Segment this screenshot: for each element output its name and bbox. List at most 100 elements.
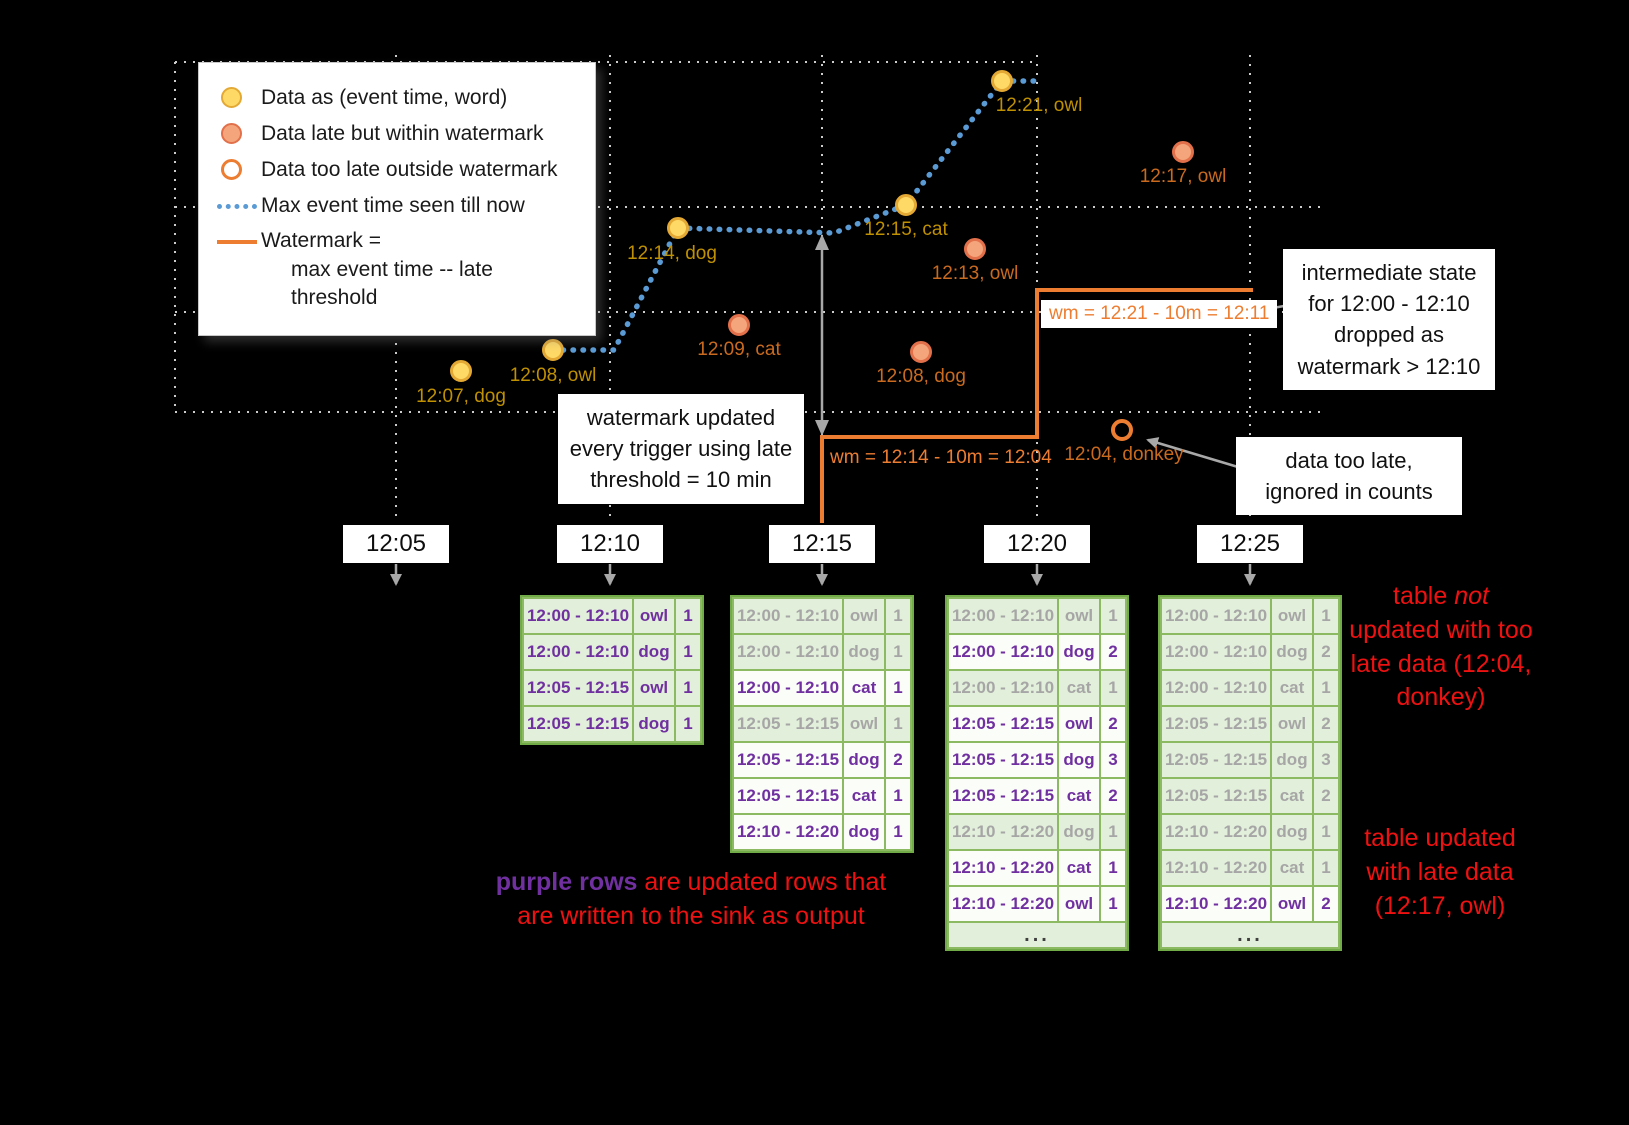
- count-cell: 2: [1314, 887, 1338, 921]
- count-cell: 1: [1101, 671, 1125, 705]
- word-cell: dog: [634, 635, 674, 669]
- note-not-updated-emphasis: not: [1454, 582, 1489, 610]
- legend-item: Watermark =max event time -- late thresh…: [215, 227, 579, 312]
- count-cell: 2: [1314, 707, 1338, 741]
- note-table-updated: table updated with late data (12:17, owl…: [1364, 824, 1516, 920]
- legend-item: Data as (event time, word): [215, 84, 579, 113]
- count-cell: 1: [1101, 599, 1125, 633]
- callout-too-late: data too late, ignored in counts: [1236, 437, 1462, 516]
- legend-label-line: Data late but within watermark: [261, 122, 544, 145]
- tick-arrows: [390, 564, 1256, 586]
- callout-watermark-update: watermark updated every trigger using la…: [558, 394, 804, 504]
- legend-icon-wrap: [215, 195, 261, 214]
- time-tick: 12:10: [557, 525, 663, 563]
- note-not-updated-post: updated with too late data (12:04, donke…: [1349, 615, 1533, 712]
- max-event-line-icon: [217, 204, 257, 209]
- window-cell: 12:05 - 12:15: [524, 707, 632, 741]
- window-cell: 12:05 - 12:15: [949, 707, 1057, 741]
- count-cell: 1: [1314, 851, 1338, 885]
- legend-label: Watermark =max event time -- late thresh…: [261, 227, 579, 312]
- word-cell: dog: [1272, 743, 1312, 777]
- legend-label-subline: max event time -- late threshold: [291, 257, 493, 310]
- count-cell: 1: [1101, 887, 1125, 921]
- arrow-head-down-icon: [815, 420, 829, 436]
- count-cell: 1: [886, 779, 910, 813]
- count-cell: 1: [1314, 599, 1338, 633]
- legend-item: Data too late outside watermark: [215, 156, 579, 185]
- word-cell: owl: [844, 707, 884, 741]
- window-cell: 12:00 - 12:10: [1162, 599, 1270, 633]
- data-point-label: 12:21, owl: [995, 95, 1083, 116]
- window-cell: 12:00 - 12:10: [949, 635, 1057, 669]
- window-cell: 12:05 - 12:15: [734, 779, 842, 813]
- time-tick: 12:20: [984, 525, 1090, 563]
- count-cell: 1: [1314, 815, 1338, 849]
- legend-label: Data late but within watermark: [261, 120, 543, 148]
- count-cell: 2: [1101, 635, 1125, 669]
- max-event-time-line: [550, 78, 1045, 353]
- count-cell: 1: [676, 635, 700, 669]
- word-cell: cat: [1272, 671, 1312, 705]
- too-late-arrow: [1146, 437, 1239, 469]
- toolate-dot-icon: [221, 159, 242, 180]
- count-cell: 1: [676, 707, 700, 741]
- legend-label-line: Max event time seen till now: [261, 194, 525, 217]
- data-point-label: 12:04, donkey: [1064, 444, 1184, 465]
- count-cell: 1: [886, 671, 910, 705]
- legend: Data as (event time, word) Data late but …: [198, 62, 596, 337]
- count-cell: 1: [886, 635, 910, 669]
- window-cell: 12:05 - 12:15: [949, 779, 1057, 813]
- legend-label: Max event time seen till now: [261, 192, 525, 220]
- data-point-label: 12:13, owl: [931, 263, 1019, 284]
- word-cell: owl: [1272, 707, 1312, 741]
- legend-label: Data too late outside watermark: [261, 156, 557, 184]
- count-cell: 2: [1314, 635, 1338, 669]
- annotation-arrows: [815, 234, 1285, 469]
- window-cell: 12:10 - 12:20: [949, 815, 1057, 849]
- window-cell: 12:00 - 12:10: [734, 671, 842, 705]
- legend-icon-wrap: [215, 159, 261, 185]
- data-point-late: [1172, 141, 1194, 163]
- data-point-ontime: [450, 360, 472, 382]
- window-cell: 12:05 - 12:15: [524, 671, 632, 705]
- legend-label-line: Data too late outside watermark: [261, 158, 558, 181]
- count-cell: 2: [1101, 779, 1125, 813]
- count-cell: 2: [1101, 707, 1125, 741]
- data-point-late: [964, 238, 986, 260]
- data-point-toolate: [1111, 419, 1133, 441]
- count-cell: 1: [1101, 851, 1125, 885]
- window-cell: 12:00 - 12:10: [524, 635, 632, 669]
- count-cell: 3: [1101, 743, 1125, 777]
- word-cell: cat: [1059, 671, 1099, 705]
- data-point-label: 12:08, dog: [876, 366, 966, 387]
- window-cell: 12:00 - 12:10: [949, 599, 1057, 633]
- window-cell: 12:10 - 12:20: [949, 887, 1057, 921]
- word-cell: dog: [1059, 815, 1099, 849]
- word-cell: owl: [1059, 887, 1099, 921]
- arrow-head-up-icon: [815, 234, 829, 250]
- word-cell: cat: [1272, 779, 1312, 813]
- late-dot-icon: [221, 123, 242, 144]
- window-cell: 12:05 - 12:15: [734, 743, 842, 777]
- note-purple-rows-highlight: purple rows: [495, 868, 638, 896]
- count-cell: 3: [1314, 743, 1338, 777]
- data-point-late: [728, 314, 750, 336]
- data-point-ontime: [542, 339, 564, 361]
